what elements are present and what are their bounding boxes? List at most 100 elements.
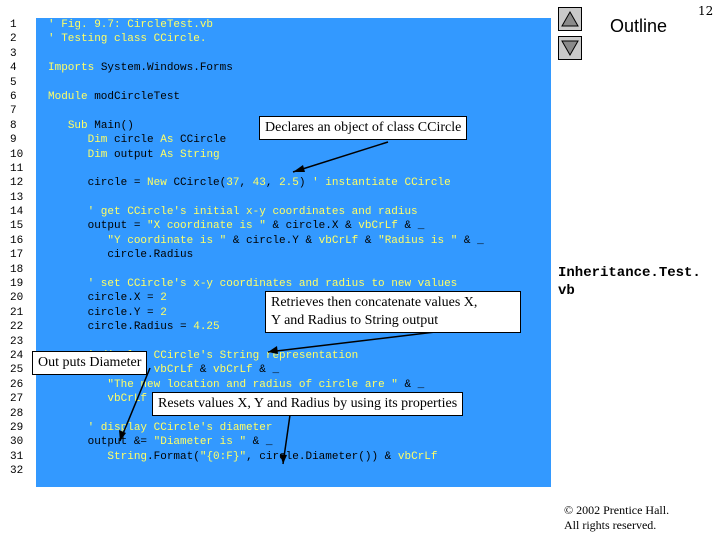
arrow-declares — [292, 141, 389, 173]
line-number: 20 — [10, 292, 24, 305]
callout-resets: Resets values X, Y and Radius by using i… — [152, 392, 464, 416]
line-number: 11 — [10, 162, 24, 175]
callout-outputs: Out puts Diameter — [32, 351, 148, 375]
line-number: 18 — [10, 263, 24, 276]
code-token: "The new location and radius of circle a… — [107, 378, 398, 391]
code-listing: ' Fig. 9.7: CircleTest.vb ' Testing class… — [48, 18, 484, 479]
line-number: 23 — [10, 335, 24, 348]
code-line: circle.X = 2 — [48, 291, 484, 305]
code-token: Dim — [87, 134, 108, 147]
code-line: ' Fig. 9.7: CircleTest.vb — [48, 18, 484, 32]
code-token: , — [265, 177, 280, 190]
line-number: 13 — [10, 191, 24, 204]
code-token: String — [107, 450, 148, 463]
line-number: 15 — [10, 220, 24, 233]
code-token: circle — [107, 134, 161, 147]
line-number: 21 — [10, 306, 24, 319]
code-line: circle.Radius — [48, 248, 484, 262]
code-token: output — [107, 148, 161, 161]
line-number: 29 — [10, 421, 24, 434]
code-token: ' Testing class CCircle. — [48, 33, 207, 46]
code-token: & — [358, 234, 379, 247]
page-number: 12 — [698, 4, 714, 18]
code-token: 2.5 — [279, 177, 299, 190]
code-line: circle = New CCircle(37, 43, 2.5) ' inst… — [48, 176, 484, 190]
line-number: 19 — [10, 278, 24, 291]
code-token: vbCrLf — [213, 364, 253, 377]
code-token: & _ — [252, 364, 280, 377]
code-token: "{0:F}" — [199, 450, 247, 463]
code-token: & — [193, 364, 214, 377]
line-number: 12 — [10, 177, 24, 190]
line-number: 9 — [10, 134, 17, 147]
code-token: vbCrLf — [107, 393, 148, 406]
code-token: modCircleTest — [87, 90, 181, 103]
code-line: "The new location and radius of circle a… — [48, 378, 484, 392]
line-number: 26 — [10, 378, 24, 391]
line-number: 28 — [10, 407, 24, 420]
code-token: 2 — [160, 306, 167, 319]
code-token: , — [239, 177, 253, 190]
code-line: ' Testing class CCircle. — [48, 32, 484, 46]
code-token: vbCrLf — [153, 364, 194, 377]
line-number: 17 — [10, 249, 24, 262]
code-token: CCircle( — [166, 177, 227, 190]
previous-slide-button[interactable] — [558, 7, 582, 31]
code-token: vbCrLf — [397, 450, 438, 463]
code-token: 2 — [160, 292, 167, 305]
code-token: vbCrLf — [358, 220, 398, 233]
copyright-line2: All rights reserved. — [564, 518, 657, 532]
code-token: ' set CCircle's x-y coordinates and radi… — [87, 278, 458, 291]
code-line: "Y coordinate is " & circle.Y & vbCrLf &… — [48, 234, 484, 248]
line-number: 7 — [10, 105, 17, 118]
line-number: 8 — [10, 119, 17, 132]
line-number: 32 — [10, 465, 24, 478]
code-token: "Y coordinate is " — [107, 234, 227, 247]
code-token: output = — [48, 220, 148, 233]
code-token: circle.Y = — [48, 306, 161, 319]
code-line: output &= "Diameter is " & _ — [48, 435, 484, 449]
code-token: "Diameter is " — [153, 436, 247, 449]
line-number: 22 — [10, 321, 24, 334]
code-line: circle.Radius = 4.25 — [48, 320, 484, 334]
line-number: 6 — [10, 90, 17, 103]
code-line: Dim output As String — [48, 148, 484, 162]
arrow-retrieves — [267, 329, 453, 353]
code-line: Sub Main() — [48, 119, 484, 133]
code-token: circle.X = — [48, 292, 161, 305]
code-token: & circle.Y & — [226, 234, 319, 247]
code-token: ' Fig. 9.7: CircleTest.vb — [48, 19, 214, 31]
copyright-line1: © 2002 Prentice Hall. — [564, 503, 670, 517]
arrow-outputs — [119, 367, 151, 442]
code-line: output = "X coordinate is " & circle.X &… — [48, 219, 484, 233]
line-number: 5 — [10, 76, 17, 89]
code-token: vbCrLf — [318, 234, 359, 247]
code-token: New — [147, 177, 167, 190]
callout-outputs-text: Out puts Diameter — [38, 355, 142, 370]
next-slide-button[interactable] — [558, 36, 582, 60]
code-line: circle.Y = 2 — [48, 306, 484, 320]
code-token: ' display CCircle's diameter — [87, 421, 273, 434]
code-token: ' instantiate CCircle — [312, 177, 451, 190]
code-token: & _ — [397, 220, 425, 233]
triangle-up-icon — [561, 11, 579, 27]
code-line: Dim circle As CCircle — [48, 133, 484, 147]
code-token: Main() — [87, 119, 134, 132]
code-token: System.Windows.Forms — [94, 62, 233, 75]
outline-label[interactable]: Outline — [610, 16, 668, 36]
code-token: & _ — [457, 234, 484, 247]
code-line: String.Format("{0:F}", circle.Diameter()… — [48, 450, 484, 464]
code-token: String — [180, 148, 220, 161]
code-line: Imports System.Windows.Forms — [48, 61, 484, 75]
line-number: 16 — [10, 234, 24, 247]
code-token: circle.Radius = — [48, 321, 194, 334]
line-number: 14 — [10, 206, 24, 219]
code-token: CCircle — [173, 134, 227, 147]
code-token: 4.25 — [193, 321, 220, 334]
callout-retrieves: Retrieves then concatenate values X, Y a… — [265, 291, 521, 333]
code-token: ) — [298, 177, 313, 190]
file-label: Inheritance.Test. vb — [558, 265, 701, 299]
line-number: 1 — [10, 19, 17, 31]
